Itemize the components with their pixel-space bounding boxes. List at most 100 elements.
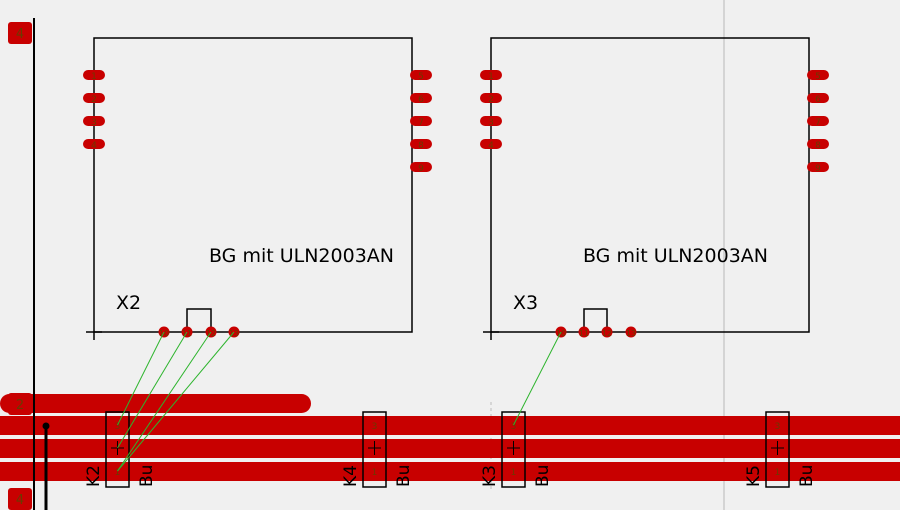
svg-text:11: 11 xyxy=(182,329,192,338)
trace-segment[interactable] xyxy=(0,439,900,458)
pad-right-8[interactable]: 8 xyxy=(410,139,432,151)
pad-bottom-12[interactable]: 12 xyxy=(601,326,613,339)
connector-outline xyxy=(501,411,526,488)
net-label-mid[interactable]: 2 xyxy=(8,393,32,415)
pad-right-9[interactable]: 9 xyxy=(807,162,829,174)
svg-text:7: 7 xyxy=(418,118,424,128)
via-dot[interactable] xyxy=(42,422,50,430)
connector-k5[interactable]: 3 1 K5 Bu xyxy=(744,411,817,488)
connector-value: Bu xyxy=(137,465,157,487)
pad-left-2[interactable]: 2 xyxy=(480,93,502,105)
svg-text:6: 6 xyxy=(418,95,424,105)
svg-text:1: 1 xyxy=(91,72,97,82)
airwire xyxy=(513,331,562,426)
connector-outline xyxy=(765,411,790,488)
airwire xyxy=(117,331,235,472)
svg-text:12: 12 xyxy=(602,329,612,338)
svg-text:4: 4 xyxy=(91,141,97,151)
connector-pin-2[interactable] xyxy=(368,441,381,455)
net-label-bottom[interactable]: 4 xyxy=(8,488,32,510)
svg-text:6: 6 xyxy=(815,95,821,105)
connector-pin-3[interactable]: 3 xyxy=(772,420,783,432)
pad-right-7[interactable]: 7 xyxy=(410,116,432,128)
board-title: BG mit ULN2003AN xyxy=(209,245,394,267)
connector-pin-3[interactable]: 3 xyxy=(369,420,380,432)
connector-ref: K2 xyxy=(84,465,104,487)
svg-text:4: 4 xyxy=(488,141,494,151)
svg-text:13: 13 xyxy=(626,329,636,338)
connector-pin-2[interactable] xyxy=(771,441,784,455)
trace-segment[interactable] xyxy=(0,416,900,435)
connector-value: Bu xyxy=(797,465,817,487)
svg-text:2: 2 xyxy=(488,95,494,105)
pad-right-9[interactable]: 9 xyxy=(410,162,432,174)
svg-text:12: 12 xyxy=(206,329,216,338)
pad-left-3[interactable]: 3 xyxy=(480,116,502,128)
airwire xyxy=(117,331,188,449)
svg-text:3: 3 xyxy=(115,422,121,432)
pad-right-5[interactable]: 5 xyxy=(410,70,432,82)
svg-text:1: 1 xyxy=(775,468,781,478)
connector-pin-2[interactable] xyxy=(507,441,520,455)
airwire xyxy=(117,331,165,426)
pad-right-6[interactable]: 6 xyxy=(807,93,829,105)
svg-text:2: 2 xyxy=(91,95,97,105)
svg-text:10: 10 xyxy=(159,329,169,338)
connector-value: Bu xyxy=(533,465,553,487)
svg-text:3: 3 xyxy=(488,118,494,128)
trace-segment[interactable] xyxy=(0,394,311,413)
board-ref: X2 xyxy=(116,292,141,314)
svg-text:5: 5 xyxy=(815,72,821,82)
net-label-text: 4 xyxy=(16,27,24,42)
board-x3[interactable]: BG mit ULN2003AN X3 1 2 3 4 5 6 7 8 9 10… xyxy=(480,37,829,340)
svg-text:3: 3 xyxy=(511,422,517,432)
board-x2[interactable]: BG mit ULN2003AN X2 1 2 3 4 5 6 7 8 9 10… xyxy=(83,37,432,340)
connector-k4[interactable]: 3 1 K4 Bu xyxy=(341,411,414,488)
board-ref: X3 xyxy=(513,292,538,314)
connector-ref: K4 xyxy=(341,465,361,487)
trace-segment[interactable] xyxy=(0,462,900,481)
net-label-text: 2 xyxy=(16,398,24,413)
svg-text:1: 1 xyxy=(115,468,121,478)
pad-right-8[interactable]: 8 xyxy=(807,139,829,151)
pad-left-2[interactable]: 2 xyxy=(83,93,105,105)
svg-text:9: 9 xyxy=(418,164,424,174)
bridge-link xyxy=(186,308,212,332)
pad-right-6[interactable]: 6 xyxy=(410,93,432,105)
connector-pin-1[interactable]: 1 xyxy=(369,466,380,478)
airwire xyxy=(117,331,212,472)
board-title: BG mit ULN2003AN xyxy=(583,245,768,267)
connector-k3[interactable]: 3 1 K3 Bu xyxy=(480,411,553,488)
connector-pin-1[interactable]: 1 xyxy=(508,466,519,478)
pad-right-5[interactable]: 5 xyxy=(807,70,829,82)
trace-group[interactable] xyxy=(0,394,900,481)
svg-text:3: 3 xyxy=(775,422,781,432)
pad-left-3[interactable]: 3 xyxy=(83,116,105,128)
svg-text:10: 10 xyxy=(556,329,566,338)
svg-text:3: 3 xyxy=(91,118,97,128)
board-outline xyxy=(490,37,810,333)
pad-left-1[interactable]: 1 xyxy=(83,70,105,82)
svg-text:1: 1 xyxy=(372,468,378,478)
connector-ref: K5 xyxy=(744,465,764,487)
connector-ref: K3 xyxy=(480,465,500,487)
connector-pin-1[interactable]: 1 xyxy=(772,466,783,478)
connector-value: Bu xyxy=(394,465,414,487)
pad-left-4[interactable]: 4 xyxy=(480,139,502,151)
svg-text:11: 11 xyxy=(579,329,589,338)
net-label-top[interactable]: 4 xyxy=(8,22,32,44)
svg-text:1: 1 xyxy=(511,468,517,478)
pad-right-7[interactable]: 7 xyxy=(807,116,829,128)
pad-left-4[interactable]: 4 xyxy=(83,139,105,151)
bridge-link xyxy=(583,308,608,332)
svg-text:3: 3 xyxy=(372,422,378,432)
airwire-group xyxy=(117,331,562,472)
svg-text:8: 8 xyxy=(815,141,821,151)
board-outline xyxy=(93,37,413,333)
pad-bottom-11[interactable]: 11 xyxy=(578,326,590,339)
pad-left-1[interactable]: 1 xyxy=(480,70,502,82)
pad-bottom-13[interactable]: 13 xyxy=(625,326,637,339)
svg-text:7: 7 xyxy=(815,118,821,128)
connector-outline xyxy=(362,411,387,488)
